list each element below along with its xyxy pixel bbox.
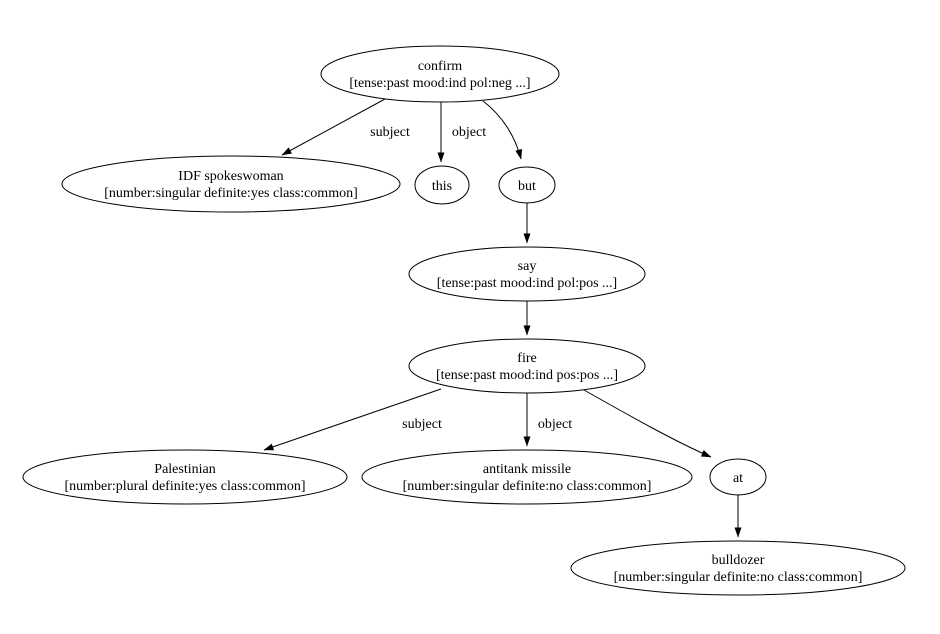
node-palestinian-features: [number:plural definite:yes class:common… — [64, 479, 305, 494]
edge-label-object-fire: object — [538, 417, 572, 432]
edge-confirm-subject — [281, 98, 386, 156]
edge-fire-subject — [263, 388, 442, 451]
node-idf-spokeswoman: IDF spokeswoman [number:singular definit… — [61, 155, 401, 213]
edge-label-object-confirm: object — [452, 125, 486, 140]
edge-label-subject-fire: subject — [402, 417, 442, 432]
node-but-label: but — [518, 179, 536, 194]
node-this: this — [414, 165, 470, 205]
node-antitank-missile-label: antitank missile — [483, 462, 571, 477]
node-antitank-missile-features: [number:singular definite:no class:commo… — [403, 479, 652, 494]
node-idf-spokeswoman-features: [number:singular definite:yes class:comm… — [104, 186, 358, 201]
node-bulldozer: bulldozer [number:singular definite:no c… — [570, 540, 906, 596]
edge-fire-at — [583, 389, 712, 458]
node-say-features: [tense:past mood:ind pol:pos ...] — [437, 276, 617, 291]
node-but: but — [498, 166, 556, 204]
node-confirm: confirm [tense:past mood:ind pol:neg ...… — [320, 45, 560, 103]
node-fire-label: fire — [517, 351, 536, 366]
node-say: say [tense:past mood:ind pol:pos ...] — [408, 246, 646, 302]
node-palestinian: Palestinian [number:plural definite:yes … — [22, 449, 348, 505]
edge-confirm-but — [482, 100, 523, 160]
edge-label-subject-confirm: subject — [370, 125, 410, 140]
node-fire: fire [tense:past mood:ind pos:pos ...] — [408, 338, 646, 394]
node-idf-spokeswoman-label: IDF spokeswoman — [178, 169, 283, 184]
node-at-label: at — [733, 471, 743, 486]
node-confirm-label: confirm — [418, 59, 462, 74]
node-at: at — [709, 458, 767, 496]
node-fire-features: [tense:past mood:ind pos:pos ...] — [436, 368, 618, 383]
node-palestinian-label: Palestinian — [154, 462, 215, 477]
node-bulldozer-features: [number:singular definite:no class:commo… — [614, 570, 863, 585]
node-bulldozer-label: bulldozer — [712, 553, 765, 568]
node-confirm-features: [tense:past mood:ind pol:neg ...] — [349, 76, 530, 91]
node-this-label: this — [432, 179, 452, 194]
node-say-label: say — [518, 259, 537, 274]
node-antitank-missile: antitank missile [number:singular defini… — [361, 449, 693, 505]
